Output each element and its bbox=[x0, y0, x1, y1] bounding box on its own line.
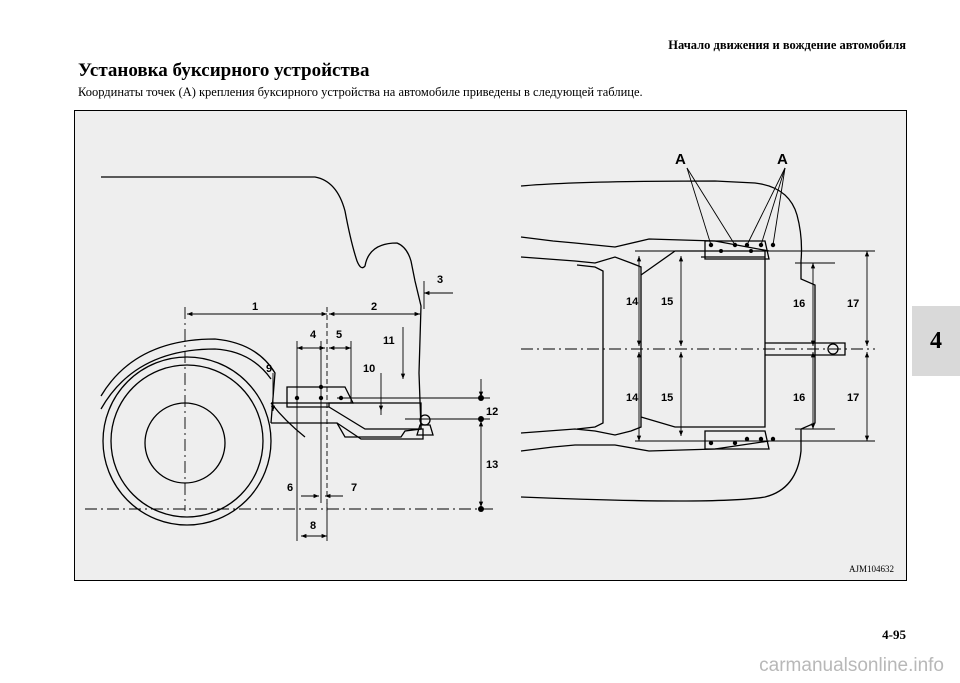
dim-label: 7 bbox=[351, 482, 357, 494]
side-view-vehicle bbox=[100, 176, 434, 526]
point-a-label: A bbox=[777, 151, 788, 168]
dim-label: 17 bbox=[847, 298, 859, 310]
towbar-diagram: 1 2 3 4 5 9 10 11 12 13 6 7 8 bbox=[74, 110, 907, 581]
dim-label: 4 bbox=[310, 329, 317, 341]
dim-label: 17 bbox=[847, 392, 859, 404]
dim-label: 15 bbox=[661, 392, 673, 404]
dim-label: 16 bbox=[793, 298, 805, 310]
chapter-tab: 4 bbox=[912, 306, 960, 376]
dim-label: 14 bbox=[626, 296, 639, 308]
dim-label: 12 bbox=[486, 406, 498, 418]
dim-label: 3 bbox=[437, 274, 443, 286]
intro-text: Координаты точек (А) крепления буксирног… bbox=[78, 85, 643, 99]
side-view-labels: 1 2 3 4 5 9 10 11 12 13 6 7 8 bbox=[252, 274, 498, 532]
side-view-points bbox=[294, 384, 484, 512]
watermark: carmanualsonline.info bbox=[759, 655, 944, 676]
running-head: Начало движения и вождение автомобиля bbox=[668, 38, 906, 52]
dim-label: 1 bbox=[252, 301, 258, 313]
dim-label: 9 bbox=[266, 363, 272, 375]
point-a-label: A bbox=[675, 151, 686, 168]
dim-label: 14 bbox=[626, 392, 639, 404]
dim-label: 10 bbox=[363, 363, 375, 375]
dim-label: 5 bbox=[336, 329, 342, 341]
page-title: Установка буксирного устройства bbox=[78, 60, 370, 81]
plan-view-labels: 14 15 16 17 14 15 16 17 A A bbox=[626, 151, 859, 404]
dim-label: 8 bbox=[310, 520, 316, 532]
dim-label: 2 bbox=[371, 301, 377, 313]
dim-label: 6 bbox=[287, 482, 293, 494]
dim-label: 11 bbox=[383, 335, 395, 347]
dim-label: 13 bbox=[486, 459, 498, 471]
plan-view-points bbox=[708, 242, 776, 446]
side-view-dimensions bbox=[85, 281, 493, 541]
chapter-number: 4 bbox=[930, 327, 942, 354]
plan-view-vehicle bbox=[520, 180, 846, 502]
figure-code: AJM104632 bbox=[848, 564, 894, 574]
page-number: 4-95 bbox=[882, 627, 906, 642]
plan-view-dimensions bbox=[521, 167, 875, 442]
dim-label: 16 bbox=[793, 392, 805, 404]
dim-label: 15 bbox=[661, 296, 673, 308]
